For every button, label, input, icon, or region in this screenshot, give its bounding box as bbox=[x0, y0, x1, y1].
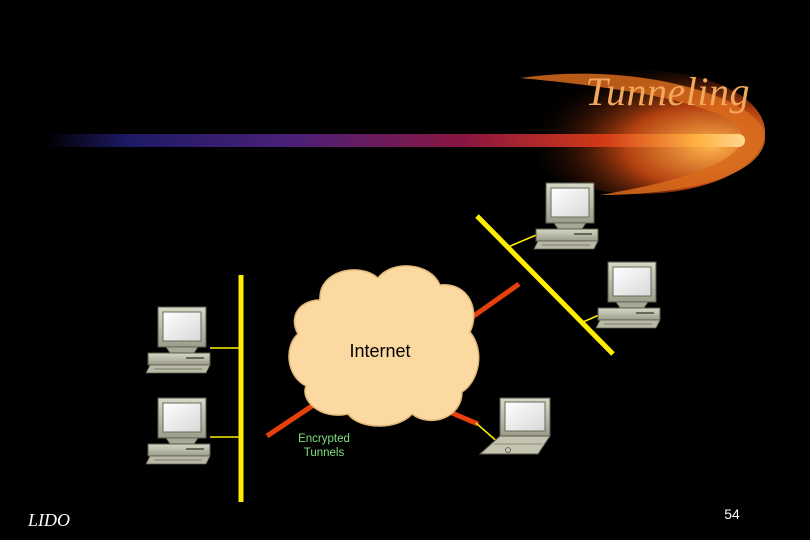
laptop-icon bbox=[478, 397, 551, 455]
footer-org-label: LIDO bbox=[28, 510, 71, 530]
right-network-bus bbox=[475, 214, 615, 356]
computer-icon-left-top bbox=[145, 306, 211, 374]
tunnel-right bbox=[466, 281, 521, 323]
computer-icon-left-bottom bbox=[145, 397, 211, 465]
tunnel-left bbox=[265, 399, 320, 439]
tunnel-label: Encrypted Tunnels bbox=[284, 432, 364, 460]
slide-title: Tunneling bbox=[585, 69, 750, 114]
tunnel-laptop bbox=[451, 410, 479, 427]
tunnel-label-line-2: Tunnels bbox=[303, 447, 345, 459]
internet-cloud bbox=[288, 265, 480, 427]
computer-icon-right-bottom bbox=[595, 261, 661, 329]
computer-icon-right-top bbox=[533, 182, 599, 250]
tunnel-label-line-1: Encrypted bbox=[298, 433, 350, 445]
title-swoosh-decoration bbox=[45, 70, 766, 195]
page-number: 54 bbox=[724, 506, 740, 522]
internet-label: Internet bbox=[349, 341, 411, 361]
